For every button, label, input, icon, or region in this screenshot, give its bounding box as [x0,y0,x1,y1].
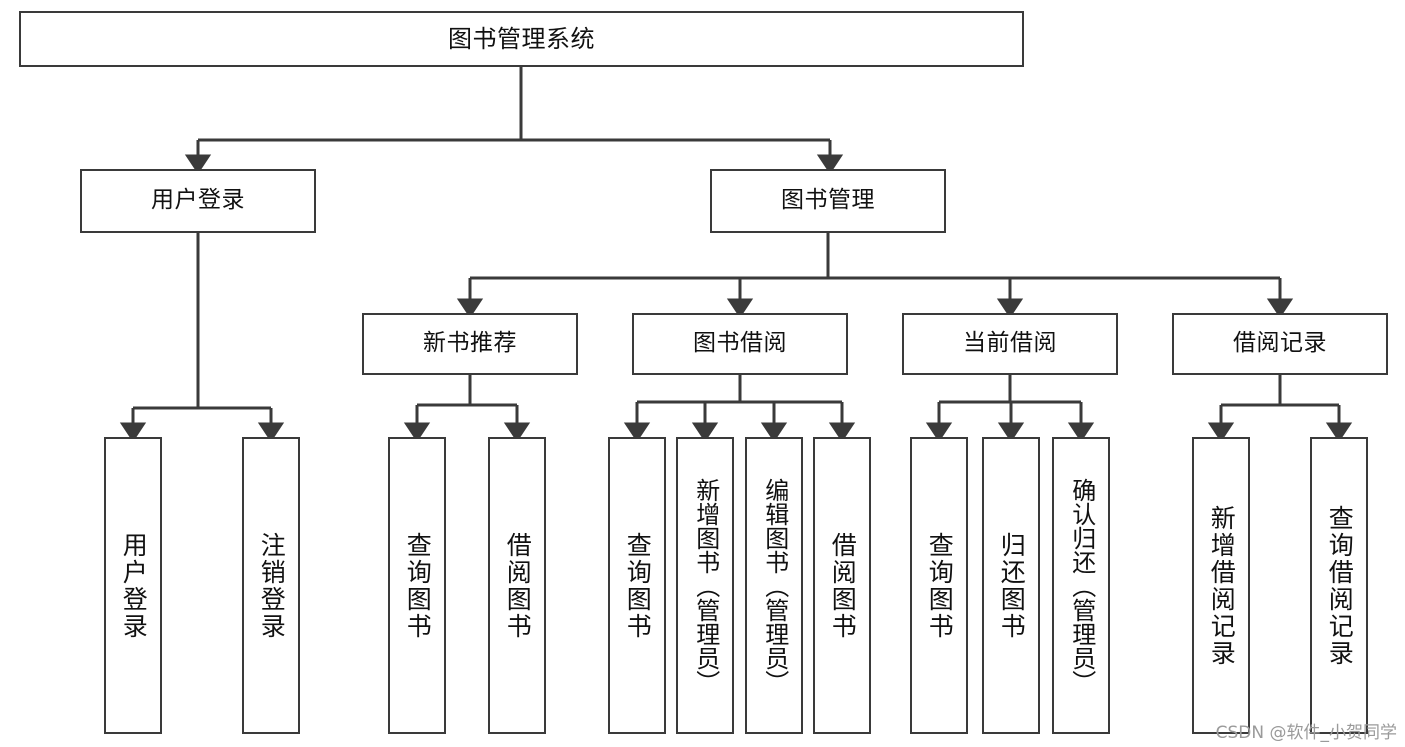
node-leaf-query-book-3-label: 查询图书 [925,531,955,640]
node-borrow-record[interactable]: 借阅记录 [1172,313,1388,375]
node-leaf-query-book-3[interactable]: 查询图书 [910,437,968,734]
node-leaf-query-book-1[interactable]: 查询图书 [388,437,446,734]
node-leaf-query-book-2-label: 查询图书 [623,531,653,640]
node-current-borrow[interactable]: 当前借阅 [902,313,1118,375]
node-book-borrow[interactable]: 图书借阅 [632,313,848,375]
node-leaf-edit-book[interactable]: 编辑图书（管理员） [745,437,803,734]
node-user-login[interactable]: 用户登录 [80,169,316,233]
node-leaf-edit-book-label: 编辑图书（管理员） [760,477,789,694]
node-leaf-borrow-book-2[interactable]: 借阅图书 [813,437,871,734]
node-leaf-query-book-2[interactable]: 查询图书 [608,437,666,734]
node-root-label: 图书管理系统 [448,24,595,53]
node-user-login-label: 用户登录 [151,187,245,214]
node-leaf-confirm-return-label: 确认归还（管理员） [1067,477,1096,694]
node-leaf-query-record-label: 查询借阅记录 [1325,504,1355,667]
node-leaf-add-book[interactable]: 新增图书（管理员） [676,437,734,734]
node-book-borrow-label: 图书借阅 [693,330,787,357]
node-leaf-return-book[interactable]: 归还图书 [982,437,1040,734]
node-leaf-add-book-label: 新增图书（管理员） [691,477,720,694]
node-leaf-return-book-label: 归还图书 [997,531,1027,640]
node-borrow-record-label: 借阅记录 [1233,330,1327,357]
node-leaf-confirm-return[interactable]: 确认归还（管理员） [1052,437,1110,734]
node-leaf-borrow-book-2-label: 借阅图书 [828,531,858,640]
node-root[interactable]: 图书管理系统 [19,11,1024,67]
node-leaf-logout-login[interactable]: 注销登录 [242,437,300,734]
node-current-borrow-label: 当前借阅 [963,330,1057,357]
node-leaf-borrow-book-1[interactable]: 借阅图书 [488,437,546,734]
node-leaf-add-record-label: 新增借阅记录 [1207,504,1237,667]
node-book-manage[interactable]: 图书管理 [710,169,946,233]
node-leaf-query-record[interactable]: 查询借阅记录 [1310,437,1368,734]
node-leaf-add-record[interactable]: 新增借阅记录 [1192,437,1250,734]
csdn-watermark: CSDN @软件_小贺同学 [1215,723,1397,743]
node-leaf-user-login-label: 用户登录 [119,531,149,640]
node-leaf-query-book-1-label: 查询图书 [403,531,433,640]
node-new-book-recommend-label: 新书推荐 [423,330,517,357]
node-leaf-logout-login-label: 注销登录 [257,531,287,640]
node-leaf-borrow-book-1-label: 借阅图书 [503,531,533,640]
node-new-book-recommend[interactable]: 新书推荐 [362,313,578,375]
node-leaf-user-login[interactable]: 用户登录 [104,437,162,734]
node-book-manage-label: 图书管理 [781,187,875,214]
